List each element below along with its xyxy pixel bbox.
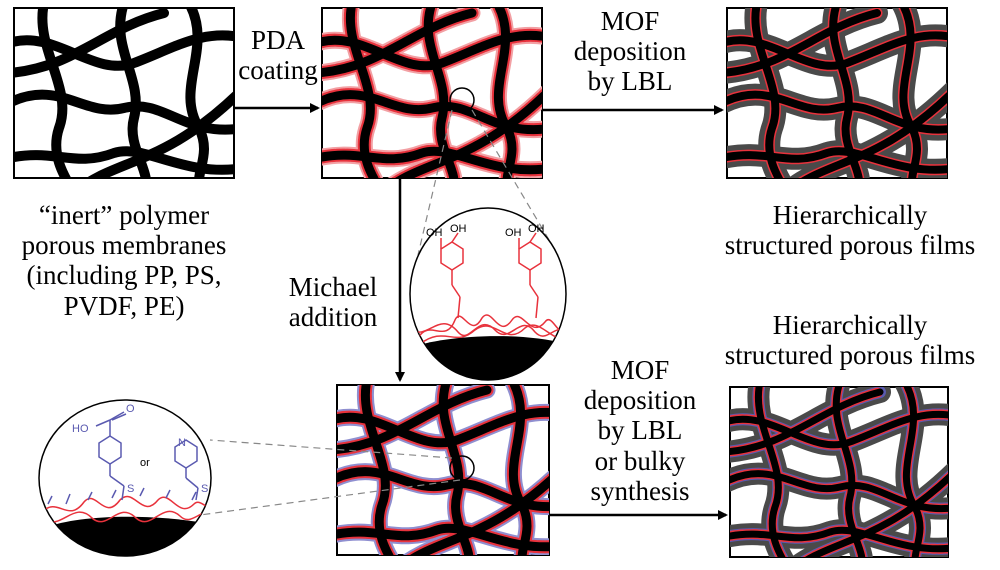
oh-label: OH — [450, 223, 467, 235]
label-mof-lbl: MOF deposition by LBL — [573, 6, 687, 97]
label-inert-membranes: “inert” polymer porous membranes (includ… — [21, 200, 227, 321]
n-label: N — [178, 437, 186, 449]
arrows — [234, 103, 728, 520]
s-label: S — [201, 483, 208, 495]
panel-pda-coated — [321, 7, 543, 179]
zoom-marker-circle — [449, 87, 475, 113]
oh-label: OH — [528, 223, 545, 235]
label-hierarchical-top: Hierarchically structured porous films — [724, 200, 976, 261]
s-label: S — [127, 483, 134, 495]
label-hierarchical-bottom: Hierarchically structured porous films — [724, 310, 976, 371]
zoom-inset-linkers: HO O S or N S — [38, 399, 212, 557]
panel-inert-membrane — [13, 7, 235, 179]
label-mof-lbl-bulky: MOF deposition by LBL or bulky synthesis — [583, 355, 697, 506]
zoom-marker-circle — [449, 455, 475, 481]
panel-mof-film-bottom — [729, 386, 949, 558]
ho-label: HO — [72, 423, 89, 435]
o-label: O — [126, 403, 135, 415]
oh-label: OH — [426, 227, 443, 239]
zoom-guide-lines — [199, 109, 559, 516]
label-pda-coating: PDA coating — [238, 25, 318, 86]
panel-mof-film-top — [726, 7, 948, 179]
label-michael-addition: Michael addition — [288, 272, 378, 333]
oh-label: OH — [505, 227, 522, 239]
panel-michael-addition — [336, 384, 550, 556]
or-label: or — [140, 457, 150, 469]
